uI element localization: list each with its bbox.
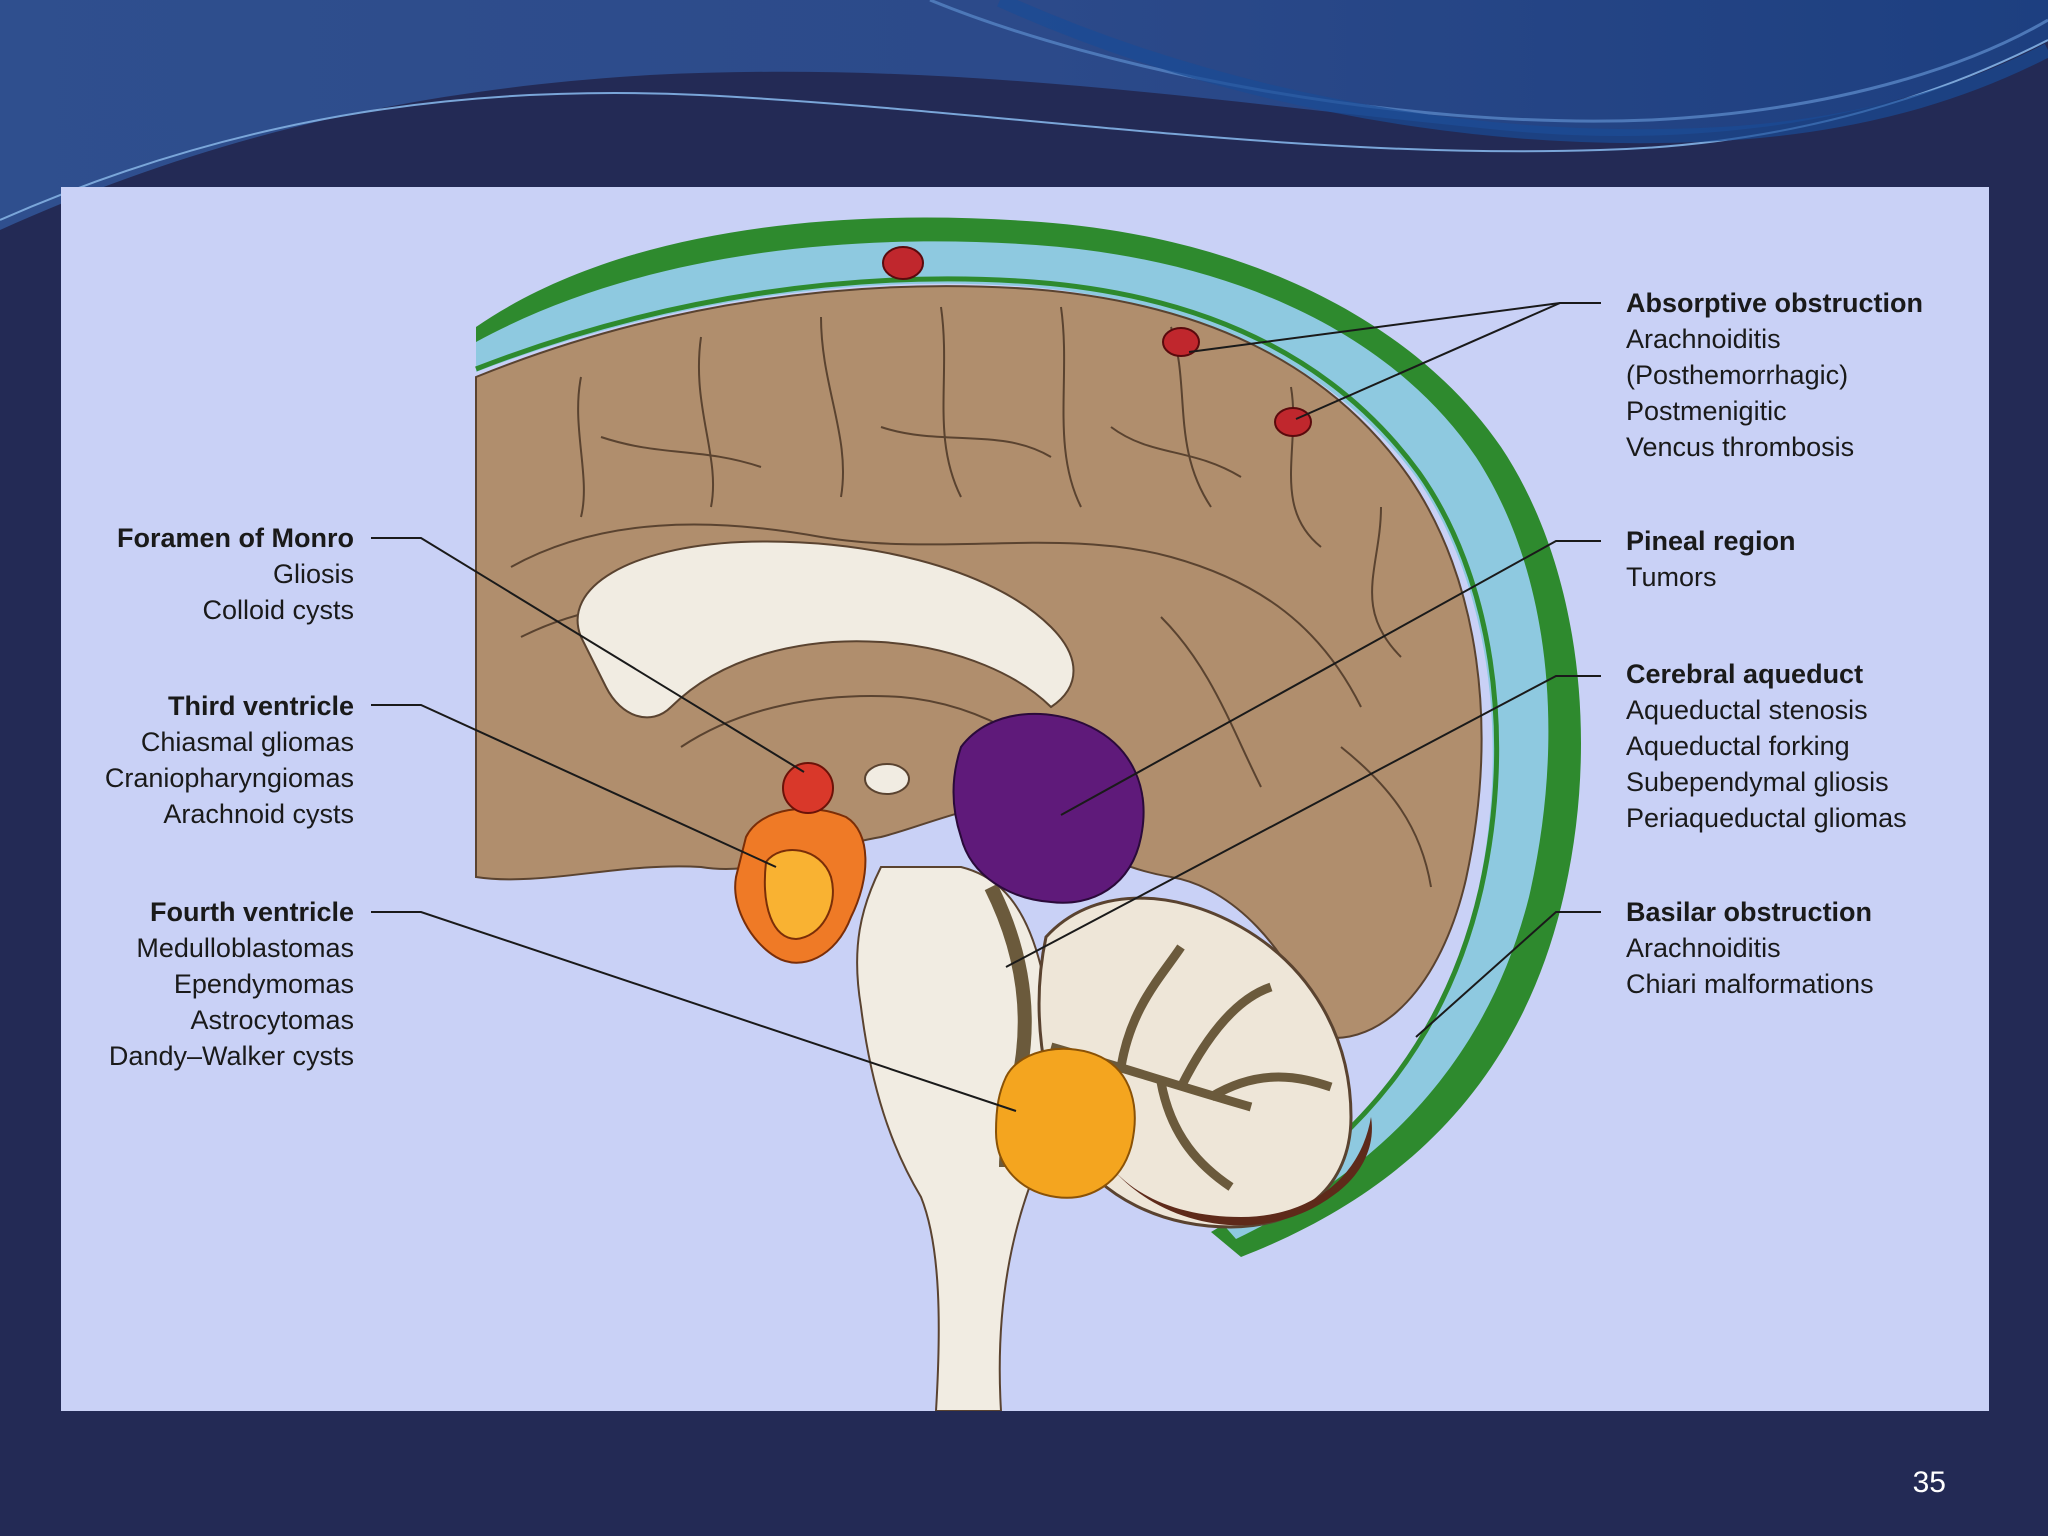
label-title: Foramen of Monro — [117, 523, 354, 553]
label-title: Absorptive obstruction — [1626, 288, 1924, 318]
label-item: Arachnoiditis — [1626, 324, 1781, 354]
label-item: Arachnoid cysts — [163, 799, 354, 829]
pia-inner-layer — [475, 276, 1500, 1228]
label-item: Medulloblastomas — [136, 933, 354, 963]
label-item: Vencus thrombosis — [1626, 432, 1855, 462]
label-item: Astrocytomas — [190, 1005, 354, 1035]
label-item: Gliosis — [272, 559, 354, 589]
label-item: Aqueductal stenosis — [1626, 695, 1868, 725]
header-wave-decoration — [0, 0, 2048, 230]
label-foramen-of-monro: Foramen of Monro Gliosis Colloid cysts — [117, 520, 354, 628]
slide-number: 35 — [1912, 1466, 1946, 1499]
label-fourth-ventricle: Fourth ventricle Medulloblastomas Ependy… — [109, 894, 354, 1074]
label-basilar-obstruction: Basilar obstruction Arachnoiditis Chiari… — [1626, 894, 1874, 1002]
label-title: Third ventricle — [167, 691, 354, 721]
pineal-tumor — [952, 712, 1145, 904]
label-item: (Posthemorrhagic) — [1626, 360, 1849, 390]
brain-diagram — [371, 217, 1601, 1411]
label-item: Postmenigitic — [1626, 396, 1787, 426]
leader-lines — [371, 302, 1601, 1112]
cortex-sulci — [510, 306, 1432, 888]
label-item: Dandy–Walker cysts — [108, 1041, 354, 1071]
label-title: Basilar obstruction — [1626, 897, 1873, 927]
label-third-ventricle: Third ventricle Chiasmal gliomas Craniop… — [105, 688, 354, 832]
label-item: Chiasmal gliomas — [140, 727, 354, 757]
label-item: Tumors — [1626, 562, 1717, 592]
foramen-opening — [864, 763, 910, 795]
arachnoid-granulation-1 — [882, 246, 924, 280]
label-title: Pineal region — [1626, 526, 1796, 556]
arachnoid-granulation-3 — [1274, 407, 1312, 437]
label-pineal-region: Pineal region Tumors — [1626, 523, 1796, 595]
label-item: Colloid cysts — [202, 595, 354, 625]
label-item: Chiari malformations — [1626, 969, 1874, 999]
label-title: Cerebral aqueduct — [1626, 659, 1864, 689]
fourth-ventricle-tumor — [994, 1047, 1136, 1199]
label-item: Periaqueductal gliomas — [1626, 803, 1907, 833]
arachnoid-granulation-2 — [1162, 327, 1200, 357]
lateral-ventricle — [576, 540, 1075, 719]
label-cerebral-aqueduct: Cerebral aqueduct Aqueductal stenosis Aq… — [1626, 656, 1907, 836]
label-item: Subependymal gliosis — [1626, 767, 1889, 797]
label-absorptive-obstruction: Absorptive obstruction Arachnoiditis (Po… — [1626, 285, 1923, 465]
label-item: Aqueductal forking — [1626, 731, 1850, 761]
label-item: Craniopharyngiomas — [104, 763, 354, 793]
label-item: Arachnoiditis — [1626, 933, 1781, 963]
label-title: Fourth ventricle — [149, 897, 354, 927]
figure-panel — [61, 187, 1989, 1411]
label-item: Ependymomas — [173, 969, 354, 999]
colloid-cyst — [782, 762, 834, 814]
